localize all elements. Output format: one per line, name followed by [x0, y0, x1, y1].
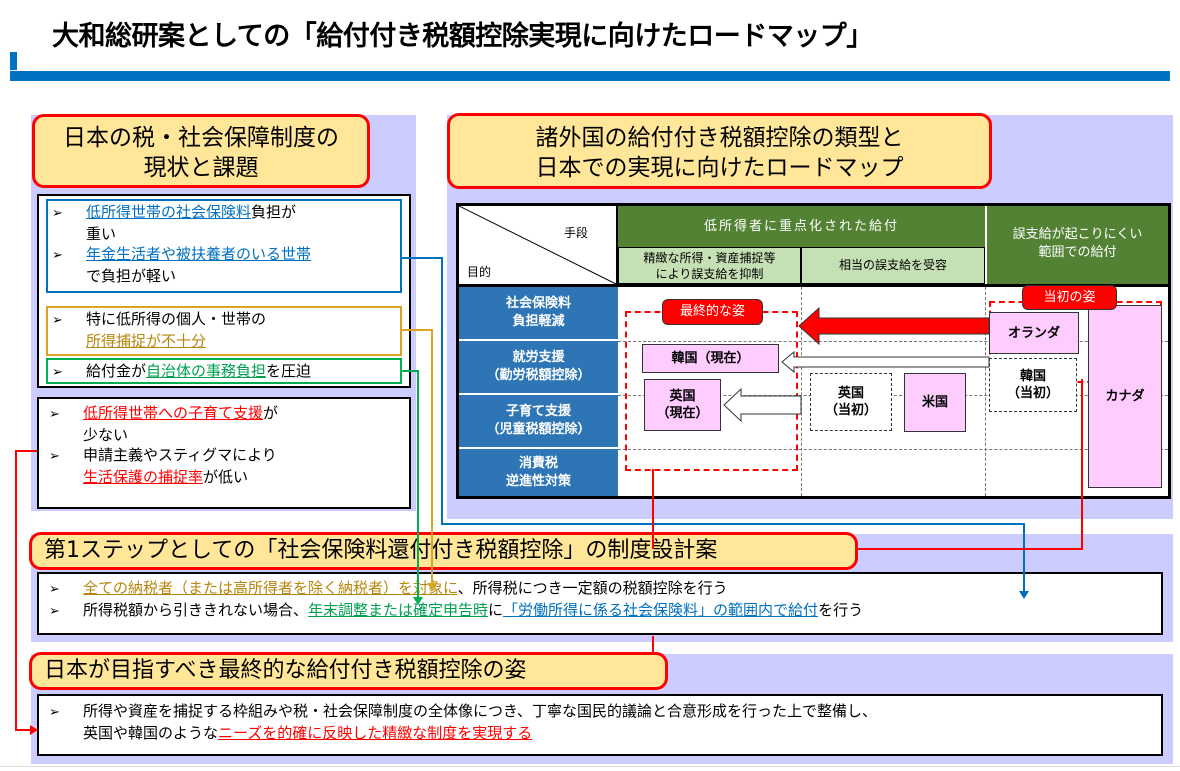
step1-highlight: 「労働所得に係る社会保険料」の範囲内で給付 — [503, 601, 819, 619]
roadmap-table: 手段 目的 低所得者に重点化された給付 精緻な所得・資産捕捉等 により誤支給を抑… — [456, 203, 1171, 499]
issue-group-gold: ➢ 特に低所得の個人・世帯の 所得捕捉が不十分 — [46, 306, 402, 356]
country-us: 米国 — [904, 373, 966, 432]
bullet-icon: ➢ — [49, 449, 60, 464]
corner-top-label: 手段 — [564, 226, 589, 240]
step1-highlight: 年末調整または確定申告時 — [308, 601, 489, 619]
issue-text: 給付金が — [86, 362, 147, 380]
grid-line — [985, 287, 986, 496]
issue-group-green: ➢ 給付金が自治体の事務負担を圧迫 — [46, 358, 402, 384]
final-text: 所得や資産を捕捉する枠組みや税・社会保障制度の全体像につき、丁寧な国民的議論と合… — [83, 702, 877, 720]
bullet-icon: ➢ — [52, 248, 63, 263]
current-issues-callout: 日本の税・社会保障制度の 現状と課題 — [32, 114, 370, 188]
issue-text: が低い — [203, 468, 249, 486]
step1-text: を行う — [818, 601, 864, 619]
step1-text: 、所得税につき一定額の税額控除を行う — [457, 579, 728, 597]
country-netherlands: オランダ — [989, 312, 1079, 354]
row-line: （勤労税額控除） — [486, 368, 591, 383]
issue-text: を圧迫 — [266, 362, 312, 380]
step1-text: に — [488, 601, 504, 619]
country-line: 英国 — [669, 389, 696, 404]
issue-highlight: 年金生活者や被扶養者のいる世帯 — [86, 245, 312, 263]
issue-text: で負担が軽い — [86, 267, 177, 285]
issue-highlight: 所得捕捉が不十分 — [86, 332, 207, 350]
header-line: 誤支給が起こりにくい — [1012, 227, 1143, 242]
row-header-consumption-tax: 消費税逆進性対策 — [459, 449, 618, 496]
row-line: 就労支援 — [512, 350, 565, 365]
callout-line: 日本での実現に向けたロードマップ — [535, 155, 904, 181]
issue-text: が — [263, 404, 279, 422]
issue-highlight: 低所得世帯への子育て支援 — [83, 404, 264, 422]
white-arrow-korea — [781, 350, 990, 374]
issue-text: 負担が — [251, 203, 297, 221]
title-underline-bar — [10, 71, 1170, 81]
title-accent-mark — [10, 52, 17, 70]
step1-highlight: 全ての納税者（または高所得者を除く納税者）を対象に — [83, 579, 458, 597]
issue-highlight: 生活保護の捕捉率 — [83, 468, 204, 486]
issue-highlight: 自治体の事務負担 — [146, 362, 267, 380]
callout-line: 諸外国の給付付き税額控除の類型と — [535, 125, 904, 151]
initial-form-tag: 当初の姿 — [1022, 285, 1117, 310]
step1-box: ➢ 全ての納税者（または高所得者を除く納税者）を対象に、所得税につき一定額の税額控… — [37, 572, 1163, 635]
row-line: 負担軽減 — [512, 314, 565, 329]
bullet-icon: ➢ — [52, 313, 63, 328]
footer-divider — [0, 766, 1180, 767]
country-line: （当初） — [824, 403, 877, 418]
roadmap-callout: 諸外国の給付付き税額控除の類型と 日本での実現に向けたロードマップ — [447, 113, 992, 189]
country-korea-initial: 韓国 （当初） — [989, 358, 1077, 412]
row-line: （児童税額控除） — [486, 422, 591, 437]
corner-cell: 手段 目的 — [459, 206, 618, 284]
country-korea-current: 韓国（現在） — [642, 344, 779, 373]
issue-text: 重い — [86, 225, 117, 243]
bullet-icon: ➢ — [49, 582, 60, 597]
header-accept-misdisbursement: 相当の誤支給を受容 — [801, 247, 985, 284]
page-title: 大和総研案としての「給付付き税額控除実現に向けたロードマップ」 — [52, 21, 873, 52]
final-box: ➢ 所得や資産を捕捉する枠組みや税・社会保障制度の全体像につき、丁寧な国民的議論と… — [37, 694, 1163, 756]
issues-box-lower: ➢ 低所得世帯への子育て支援が 少ない ➢ 申請主義やスティグマにより 生活保護の捕… — [37, 397, 411, 509]
grid-line — [801, 287, 802, 496]
final-callout: 日本が目指すべき最終的な給付付き税額控除の姿 — [29, 652, 668, 690]
row-header-work-support: 就労支援 （勤労税額控除） — [459, 341, 618, 395]
country-line: 英国 — [837, 386, 864, 401]
header-precise-capture: 精緻な所得・資産捕捉等 により誤支給を抑制 — [618, 247, 801, 284]
header-line: により誤支給を抑制 — [655, 267, 764, 281]
issue-group-blue: ➢ 低所得世帯の社会保険料負担が 重い ➢ 年金生活者や被扶養者のいる世帯 で負担が… — [46, 199, 402, 293]
bullet-icon: ➢ — [49, 604, 60, 619]
final-highlight: ニーズを的確に反映した精緻な制度を実現する — [218, 724, 533, 742]
country-canada: カナダ — [1088, 305, 1162, 488]
corner-bottom-label: 目的 — [467, 265, 492, 279]
step1-text: 所得税額から引ききれない場合、 — [83, 601, 309, 619]
issue-text: 少ない — [83, 426, 129, 444]
bullet-icon: ➢ — [49, 705, 60, 720]
red-arrow-netherlands-to-final — [798, 306, 990, 346]
final-form-tag: 最終的な姿 — [662, 299, 763, 325]
header-low-income-focus: 低所得者に重点化された給付 — [618, 206, 985, 247]
final-text: 英国や韓国のような — [83, 724, 219, 742]
issue-text: 申請主義やスティグマにより — [83, 446, 277, 464]
bullet-icon: ➢ — [49, 407, 60, 422]
issue-highlight: 低所得世帯の社会保険料 — [86, 203, 252, 221]
row-line: 子育て支援 — [505, 404, 571, 419]
country-line: （当初） — [1006, 386, 1059, 401]
bullet-icon: ➢ — [52, 206, 63, 221]
header-low-misdisbursement-range: 誤支給が起こりにくい 範囲での給付 — [985, 206, 1168, 284]
header-line: 精緻な所得・資産捕捉等 — [643, 251, 776, 265]
country-uk-initial: 英国 （当初） — [810, 373, 892, 431]
callout-line: 日本の税・社会保障制度の — [63, 125, 339, 151]
bullet-icon: ➢ — [52, 365, 63, 380]
country-line: （現在） — [656, 406, 709, 421]
row-line: 逆進性対策 — [505, 473, 571, 489]
country-uk-current: 英国 （現在） — [644, 379, 721, 431]
callout-line: 現状と課題 — [143, 155, 259, 181]
country-line: 韓国 — [1019, 369, 1046, 384]
row-header-social-insurance: 社会保険料負担軽減 — [459, 287, 618, 341]
issue-text: 特に低所得の個人・世帯の — [86, 310, 267, 328]
header-line: 範囲での給付 — [1038, 245, 1117, 260]
step1-callout: 第1ステップとしての「社会保険料還付付き税額控除」の制度設計案 — [29, 532, 858, 570]
row-line: 消費税 — [518, 455, 558, 471]
row-line: 社会保険料 — [505, 296, 571, 311]
row-header-child-support: 子育て支援 （児童税額控除） — [459, 395, 618, 449]
